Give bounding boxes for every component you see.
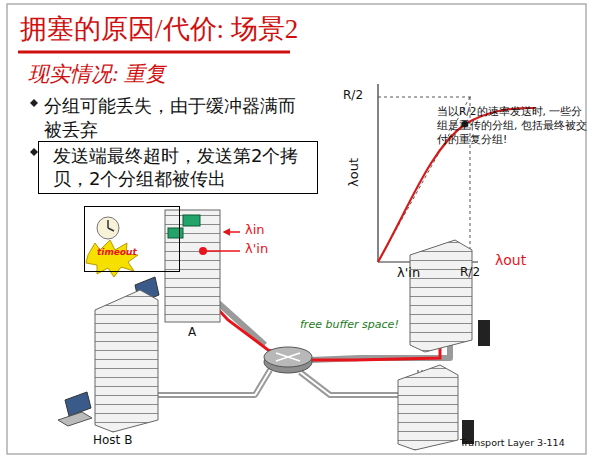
subtitle: 现实情况: 重复 — [28, 62, 166, 86]
rate-label: λin — [245, 223, 265, 238]
buffer-note: free buffer space! — [300, 319, 399, 332]
title-underline — [18, 51, 290, 54]
router-symbol — [264, 347, 312, 373]
flow-path — [200, 255, 440, 360]
axis-tick: R/2 — [460, 266, 480, 280]
bullet-markers — [26, 99, 38, 156]
axis-label: λ'in — [397, 266, 420, 281]
slide-title: 拥塞的原因/代价: 场景2 — [20, 14, 298, 45]
axis-label: λout — [347, 158, 362, 187]
axis-tick: R/2 — [343, 89, 363, 103]
chart-callout: 当以R/2的速率发送时, 一些分组是重传的分组, 包括最终被交付的重复分组! — [437, 104, 587, 147]
host-b-rack — [58, 290, 158, 432]
slide-border — [7, 4, 586, 454]
host-label: A — [188, 326, 196, 340]
timeout-box: timeout — [84, 206, 180, 272]
node-text: timeout — [97, 247, 137, 259]
host-label: Host B — [93, 434, 132, 448]
rate-label: λout — [495, 252, 526, 268]
bullet-text: 分组可能丢失，由于缓冲器满而被丢弃 — [44, 94, 306, 143]
node-text: 发送端最终超时，发送第2个拷贝，2个分组都被传出 — [53, 144, 313, 191]
host-a-rack — [165, 210, 240, 322]
boxed-bullet: 发送端最终超时，发送第2个拷贝，2个分组都被传出 — [38, 141, 318, 194]
server-racks — [398, 240, 490, 450]
timeout-clock — [86, 217, 138, 277]
rate-label: λ'in — [245, 242, 268, 257]
slide-footer: Transport Layer 3-114 — [460, 438, 565, 449]
